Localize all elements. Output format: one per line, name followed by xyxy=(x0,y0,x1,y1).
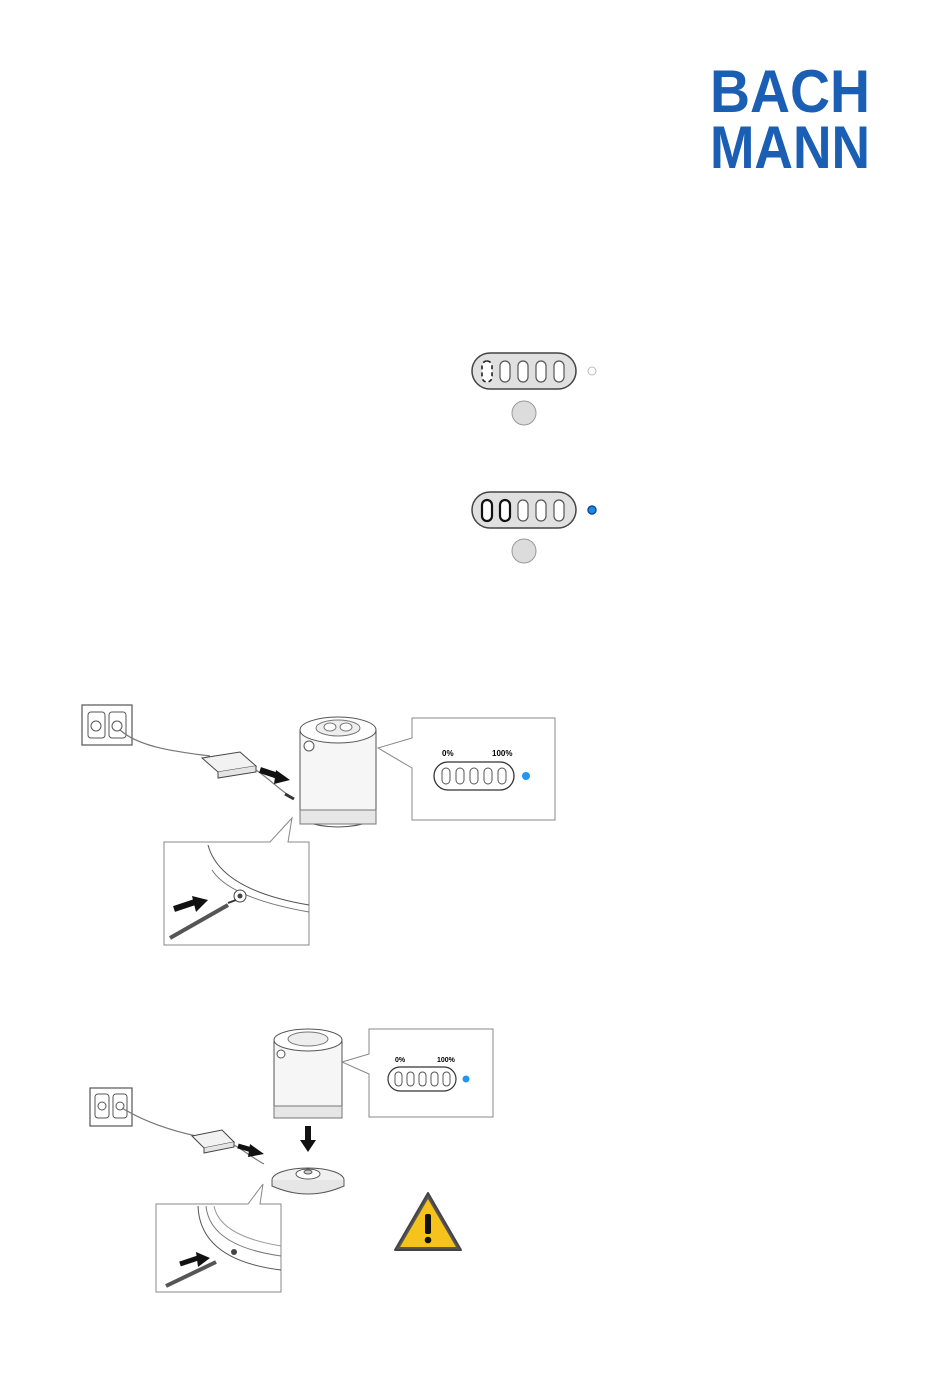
svg-text:MANN: MANN xyxy=(710,114,870,170)
svg-text:100%: 100% xyxy=(492,749,512,758)
callout-base-port xyxy=(156,1184,281,1292)
figure-direct-charging: 0% 100% xyxy=(80,700,570,955)
indicator-low-battery xyxy=(470,352,610,432)
gauge-segment xyxy=(518,361,528,382)
warning-triangle-icon xyxy=(392,1190,464,1254)
power-button xyxy=(512,401,536,425)
arrow-down-icon xyxy=(300,1140,316,1152)
gauge-segment xyxy=(518,500,528,521)
gauge-segment xyxy=(536,500,546,521)
svg-text:0%: 0% xyxy=(442,749,454,758)
power-adapter-icon xyxy=(192,1130,234,1153)
gauge-segment xyxy=(500,361,510,382)
gauge-segment-lit xyxy=(500,500,510,521)
gauge-segment xyxy=(554,500,564,521)
power-adapter-icon xyxy=(202,752,256,778)
svg-text:100%: 100% xyxy=(437,1057,456,1064)
status-led-on xyxy=(588,506,596,514)
gauge-segment xyxy=(536,361,546,382)
wall-socket-icon xyxy=(82,705,132,745)
gauge-segment xyxy=(554,361,564,382)
callout-indicator: 0% 100% xyxy=(378,718,555,820)
callout-charging-port xyxy=(164,818,309,945)
arrow-icon xyxy=(248,1144,264,1157)
status-led-on xyxy=(463,1076,470,1083)
status-led-on xyxy=(522,772,530,780)
indicator-charging xyxy=(470,491,610,571)
gauge-segment-blinking xyxy=(482,361,492,382)
warning-sign xyxy=(392,1190,464,1259)
status-led-off xyxy=(588,367,596,375)
gauge-segment-lit xyxy=(482,500,492,521)
arrow-icon xyxy=(274,770,290,784)
figure-base-charging: 0% 100% xyxy=(88,1024,508,1301)
wall-socket-icon xyxy=(90,1088,132,1126)
battery-unit-icon xyxy=(274,1029,342,1118)
callout-indicator: 0% 100% xyxy=(342,1029,493,1117)
battery-unit-icon xyxy=(300,717,376,827)
power-button xyxy=(512,539,536,563)
charging-base-icon xyxy=(272,1168,344,1194)
bachmann-logo: BACH MANN xyxy=(710,60,872,170)
svg-text:0%: 0% xyxy=(395,1057,406,1064)
